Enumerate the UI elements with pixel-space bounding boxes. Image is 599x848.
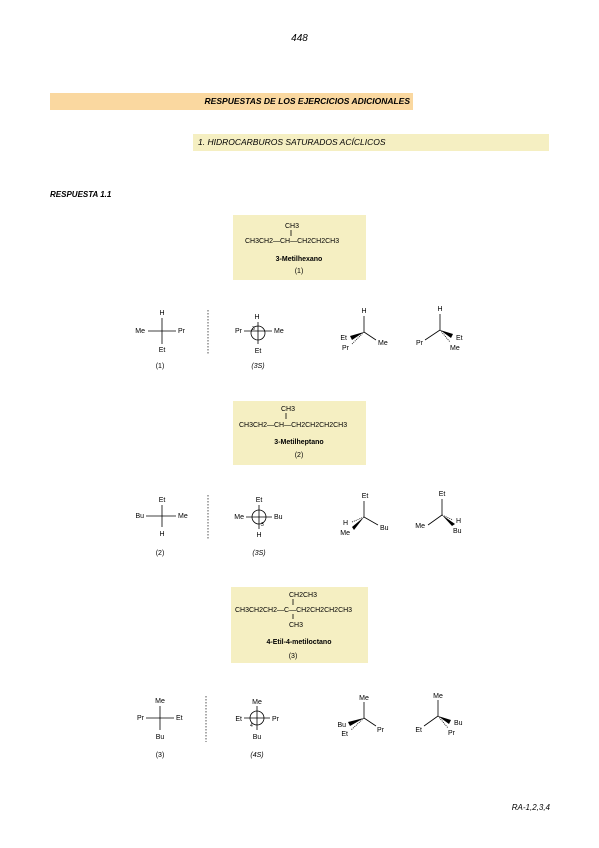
perspective-2b: Et Me H Bu	[415, 491, 461, 535]
stereo-circle-projection-2: Et Me Bu H 3 (3S)	[234, 497, 282, 557]
newman-bottom-3: Bu	[253, 734, 262, 741]
persp1-top-1: H	[361, 308, 366, 315]
fischer-projection-1: H Me Pr Et (1)	[135, 310, 185, 370]
fischer-left-3: Pr	[137, 715, 145, 722]
persp2-c-2: Bu	[453, 528, 462, 535]
persp2-top-3: Me	[433, 693, 443, 700]
stereo-circle-projection-3: Me Et Pr Bu 4 (4S)	[235, 699, 279, 759]
stereo-row-1: H Me Pr Et (1) H Pr Me Et 3 (3S) H Et Pr…	[135, 306, 463, 370]
persp2-b-1: Et	[456, 335, 463, 342]
footer-reference: RA-1,2,3,4	[511, 803, 550, 812]
compound-name-1: 3-Metilhexano	[276, 256, 323, 263]
perspective-3b: Me Et Bu Pr	[415, 693, 462, 737]
persp2-b-2: H	[456, 518, 461, 525]
persp1-a-1: Et	[340, 335, 347, 342]
fischer-right-3: Et	[176, 715, 183, 722]
formula-top-1: CH3	[285, 223, 299, 230]
formula-main-3: CH3CH2CH2—C—CH2CH2CH2CH3	[235, 607, 352, 614]
perspective-3a: Me Bu Et Pr	[337, 695, 384, 738]
persp2-b-3: Bu	[454, 720, 463, 727]
compound-name-3: 4-Etil-4-metiloctano	[267, 639, 332, 646]
persp1-c-2: Bu	[380, 525, 389, 532]
fischer-label-1: (1)	[156, 363, 165, 370]
newman-right-3: Pr	[272, 716, 280, 723]
newman-left-2: Me	[234, 514, 244, 521]
formula-main-1: CH3CH2—CH—CH2CH2CH3	[245, 238, 339, 245]
fischer-label-3: (3)	[156, 752, 165, 759]
compound-number-3: (3)	[289, 653, 298, 660]
formula-top-3: CH2CH3	[289, 592, 317, 599]
persp1-a-3: Bu	[337, 722, 346, 729]
compound-number-1: (1)	[295, 268, 304, 275]
persp1-c-3: Pr	[377, 727, 385, 734]
fischer-top-1: H	[159, 310, 164, 317]
persp2-a-1: Pr	[416, 340, 424, 347]
newman-label-2: (3S)	[252, 550, 265, 557]
compound-box-1: CH3 CH3CH2—CH—CH2CH2CH3 3-Metilhexano (1…	[233, 215, 366, 280]
fischer-projection-3: Me Pr Et Bu (3)	[137, 698, 183, 759]
fischer-left-1: Me	[135, 328, 145, 335]
persp1-b-3: Et	[341, 731, 348, 738]
perspective-1a: H Et Pr Me	[340, 308, 387, 352]
formula-bottom-3: CH3	[289, 622, 303, 629]
newman-top-1: H	[254, 314, 259, 321]
newman-center-1: 3	[252, 326, 255, 332]
newman-label-1: (3S)	[251, 363, 264, 370]
stereo-circle-projection-1: H Pr Me Et 3 (3S)	[235, 314, 284, 370]
fischer-left-2: Bu	[135, 513, 144, 520]
fischer-label-2: (2)	[156, 550, 165, 557]
newman-right-2: Bu	[274, 514, 283, 521]
stereo-row-2: Et Bu Me H (2) Et Me Bu H 3 (3S) Et H Me…	[135, 491, 461, 557]
persp1-top-3: Me	[359, 695, 369, 702]
condensed-formula-3: CH2CH3 CH3CH2CH2—C—CH2CH2CH2CH3 CH3 4-Et…	[235, 592, 352, 660]
persp2-top-1: H	[437, 306, 442, 313]
fischer-bottom-3: Bu	[156, 734, 165, 741]
fischer-projection-2: Et Bu Me H (2)	[135, 497, 187, 557]
persp1-b-2: Me	[340, 530, 350, 537]
fischer-top-2: Et	[159, 497, 166, 504]
formula-top-2: CH3	[281, 406, 295, 413]
condensed-formula-2: CH3 CH3CH2—CH—CH2CH2CH2CH3 3-Metilheptan…	[239, 406, 347, 459]
persp2-c-1: Me	[450, 345, 460, 352]
subsection-title: 1. HIDROCARBUROS SATURADOS ACÍCLICOS	[198, 137, 386, 147]
fischer-right-2: Me	[178, 513, 188, 520]
newman-center-3: 4	[250, 723, 253, 729]
compound-box-2: CH3 CH3CH2—CH—CH2CH2CH2CH3 3-Metilheptan…	[233, 401, 366, 465]
persp1-b-1: Pr	[342, 345, 350, 352]
newman-top-2: Et	[256, 497, 263, 504]
persp2-a-2: Me	[415, 523, 425, 530]
fischer-bottom-2: H	[159, 531, 164, 538]
newman-top-3: Me	[252, 699, 262, 706]
subsection-title-band: 1. HIDROCARBUROS SATURADOS ACÍCLICOS	[193, 134, 549, 151]
fischer-top-3: Me	[155, 698, 165, 705]
compound-box-3: CH2CH3 CH3CH2CH2—C—CH2CH2CH2CH3 CH3 4-Et…	[231, 587, 368, 663]
fischer-right-1: Pr	[178, 328, 186, 335]
perspective-2a: Et H Me Bu	[340, 493, 388, 537]
fischer-bottom-1: Et	[159, 347, 166, 354]
condensed-formula-1: CH3 CH3CH2—CH—CH2CH2CH3 3-Metilhexano (1…	[245, 223, 339, 275]
newman-bottom-2: H	[256, 532, 261, 539]
persp2-a-3: Et	[415, 727, 422, 734]
persp2-c-3: Pr	[448, 730, 456, 737]
newman-center-2: 3	[261, 522, 264, 528]
persp1-top-2: Et	[362, 493, 369, 500]
persp2-top-2: Et	[439, 491, 446, 498]
section-title: RESPUESTAS DE LOS EJERCICIOS ADICIONALES	[204, 96, 410, 106]
newman-bottom-1: Et	[255, 348, 262, 355]
newman-left-3: Et	[235, 716, 242, 723]
compound-name-2: 3-Metilheptano	[274, 439, 323, 446]
answer-label: RESPUESTA 1.1	[50, 190, 112, 199]
formula-main-2: CH3CH2—CH—CH2CH2CH2CH3	[239, 422, 347, 429]
section-title-band: RESPUESTAS DE LOS EJERCICIOS ADICIONALES	[50, 93, 413, 110]
newman-left-1: Pr	[235, 328, 243, 335]
page-number: 448	[291, 33, 308, 44]
stereo-row-3: Me Pr Et Bu (3) Me Et Pr Bu 4 (4S) Me Bu…	[137, 693, 463, 759]
compound-number-2: (2)	[295, 452, 304, 459]
perspective-1b: H Pr Et Me	[416, 306, 463, 352]
newman-right-1: Me	[274, 328, 284, 335]
newman-label-3: (4S)	[250, 752, 263, 759]
persp1-c-1: Me	[378, 340, 388, 347]
persp1-a-2: H	[343, 520, 348, 527]
